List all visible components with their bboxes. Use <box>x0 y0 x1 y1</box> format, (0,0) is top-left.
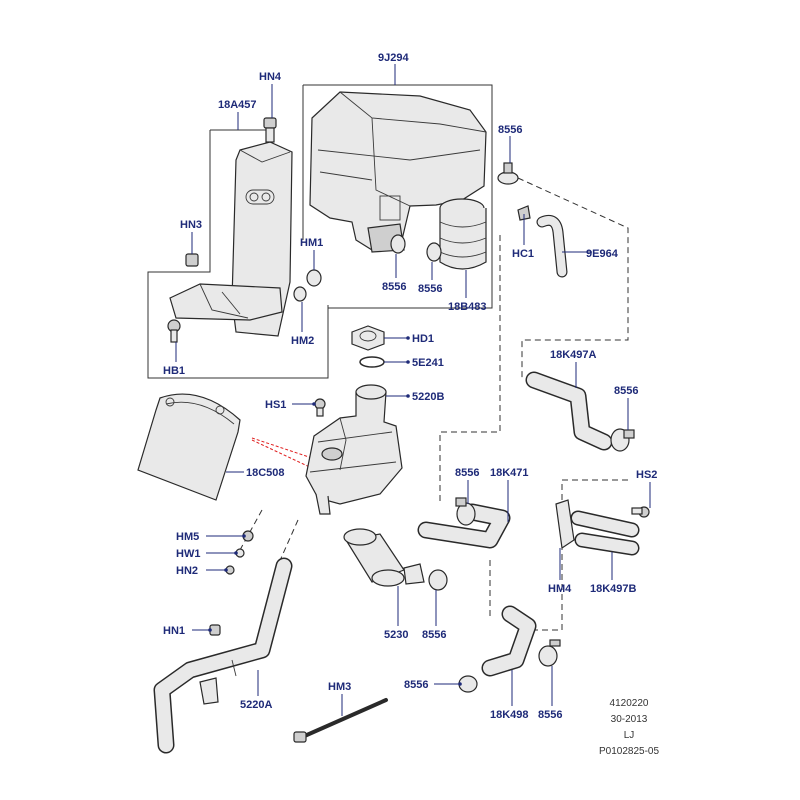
silencer-5220b <box>305 384 403 515</box>
hose-18k498 <box>481 605 537 677</box>
leader-lines <box>175 64 651 716</box>
label-8556-f: 8556 <box>422 629 446 641</box>
nut-hn4 <box>263 117 277 143</box>
label-hn2: HN2 <box>176 565 198 577</box>
screw-hs1 <box>314 398 326 417</box>
label-18b483: 18B483 <box>448 301 487 313</box>
label-18k471: 18K471 <box>490 467 529 479</box>
drawing-initials: LJ <box>624 730 635 741</box>
clamp-8556-filter <box>428 569 448 591</box>
clamp-8556-bottom-right <box>538 639 561 667</box>
label-18k498: 18K498 <box>490 709 529 721</box>
label-hm1: HM1 <box>300 237 323 249</box>
label-9j294: 9J294 <box>378 52 409 64</box>
label-8556-d: 8556 <box>614 385 638 397</box>
label-8556-b: 8556 <box>382 281 406 293</box>
label-8556-g: 8556 <box>404 679 428 691</box>
label-hn4: HN4 <box>259 71 282 83</box>
label-hm4: HM4 <box>548 583 572 595</box>
label-18k497b: 18K497B <box>590 583 637 595</box>
label-8556-c: 8556 <box>418 283 442 295</box>
label-hm5: HM5 <box>176 531 199 543</box>
clip-hc1 <box>517 205 531 221</box>
fastener-hm1 <box>306 269 322 287</box>
drawing-info: 4120220 30-2013 LJ P0102825-05 <box>599 698 659 757</box>
label-8556-h: 8556 <box>538 709 562 721</box>
drawing-date: 30-2013 <box>611 714 648 725</box>
label-8556-a: 8556 <box>498 124 522 136</box>
bracket-18a457 <box>169 141 293 337</box>
drawing-code: 4120220 <box>610 698 649 709</box>
label-hm3: HM3 <box>328 681 351 693</box>
label-18c508: 18C508 <box>246 467 285 479</box>
bolt-hs2 <box>631 506 650 518</box>
connector-18k497b <box>555 499 640 556</box>
hose-18k471 <box>417 503 511 549</box>
filter-5230 <box>343 528 425 587</box>
heat-shield-18c508 <box>137 393 241 501</box>
part-labels: 9J294 HN4 18A457 8556 HN3 HC1 9E964 HM1 … <box>163 52 657 721</box>
assembly-arrow <box>251 437 319 461</box>
heater-unit <box>309 91 487 270</box>
label-hc1: HC1 <box>512 248 534 260</box>
cable-tie-hm3 <box>293 698 388 743</box>
label-hm2: HM2 <box>291 335 314 347</box>
drawing-ref: P0102825-05 <box>599 746 659 757</box>
label-18k497a: 18K497A <box>550 349 597 361</box>
label-5220b: 5220B <box>412 391 444 403</box>
clamp-8556-mid <box>426 242 442 262</box>
label-hw1: HW1 <box>176 548 200 560</box>
label-5230: 5230 <box>384 629 408 641</box>
label-9e964: 9E964 <box>586 248 619 260</box>
exhaust-pipe-5220a <box>153 557 293 754</box>
small-fasteners <box>209 530 254 636</box>
clamp-8556-left <box>390 234 406 254</box>
label-8556-e: 8556 <box>455 467 479 479</box>
fastener-hm2 <box>293 286 307 302</box>
clamp-8556-top <box>497 162 519 185</box>
bolt-hb1 <box>167 319 181 343</box>
seal-5e241 <box>359 356 385 368</box>
assembly-frames <box>147 84 629 631</box>
label-18a457: 18A457 <box>218 99 257 111</box>
clamp-hd1 <box>351 325 385 351</box>
label-hs1: HS1 <box>265 399 286 411</box>
clamp-8556-right-upper <box>610 428 635 452</box>
label-5e241: 5E241 <box>412 357 444 369</box>
clamp-8556-center <box>455 497 476 526</box>
label-hb1: HB1 <box>163 365 185 377</box>
label-hs2: HS2 <box>636 469 657 481</box>
label-5220a: 5220A <box>240 699 272 711</box>
hose-18k497a <box>525 371 613 451</box>
label-hd1: HD1 <box>412 333 434 345</box>
label-hn1: HN1 <box>163 625 185 637</box>
hose-9e964 <box>536 214 568 278</box>
nut-hn3 <box>185 253 199 267</box>
label-hn3: HN3 <box>180 219 202 231</box>
